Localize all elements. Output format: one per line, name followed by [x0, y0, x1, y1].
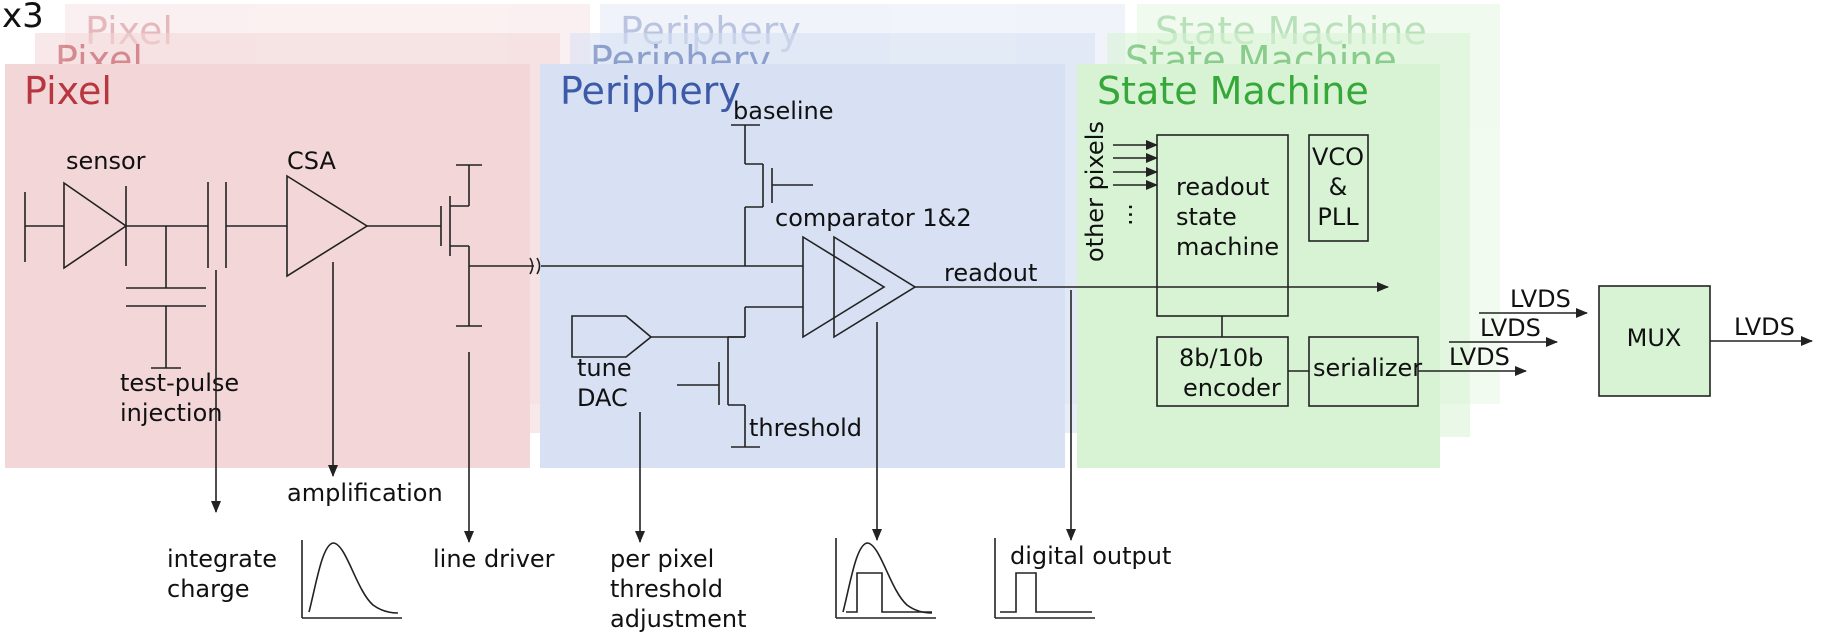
multiplier-label: x3 — [2, 0, 44, 36]
test-pulse-label-2: injection — [120, 399, 222, 427]
csa-label: CSA — [287, 147, 336, 175]
state-machine-panel — [1077, 64, 1440, 468]
vco-pll-box — [1308, 134, 1369, 242]
lvds-label-3: LVDS — [1449, 343, 1510, 371]
readout-label: readout — [944, 259, 1037, 287]
comparator-label: comparator 1&2 — [775, 204, 972, 232]
rsm-label-2: state — [1176, 203, 1237, 231]
mux-label: MUX — [1627, 324, 1682, 352]
threshold-transistor-icon — [677, 306, 803, 448]
shaped-pulse-waveform-icon — [301, 540, 402, 619]
line-driver-transistor-icon — [440, 164, 534, 327]
tune-dac-label-2: DAC — [577, 384, 628, 412]
encoder-label-2: encoder — [1183, 374, 1281, 402]
vco-label-2: & — [1329, 173, 1348, 201]
comparator-pulse-waveform-icon — [835, 538, 936, 619]
vco-label-3: PLL — [1317, 203, 1359, 231]
per-pixel-label-1: per pixel — [610, 545, 714, 573]
mux-box — [1598, 285, 1711, 397]
sensor-diode-icon — [24, 181, 208, 270]
wire-break-icon — [529, 257, 541, 275]
encoder-label-1: 8b/10b — [1179, 344, 1263, 372]
input-capacitor-icon — [207, 182, 287, 268]
per-pixel-label-3: adjustment — [610, 605, 747, 633]
baseline-label: baseline — [733, 97, 834, 125]
pixel-panel — [5, 64, 530, 468]
per-pixel-label-2: threshold — [610, 575, 723, 603]
test-pulse-label-1: test-pulse — [120, 369, 239, 397]
lvds-label-1: LVDS — [1510, 285, 1571, 313]
csa-amplifier-icon — [286, 174, 369, 278]
tune-dac-icon — [571, 315, 653, 358]
mux-lvds-label: LVDS — [1734, 313, 1795, 341]
test-pulse-capacitor-icon — [126, 226, 206, 369]
other-pixels-dots: ... — [1110, 203, 1138, 226]
serializer-label: serializer — [1313, 354, 1422, 382]
periphery-title: Periphery — [560, 69, 741, 113]
integrate-label-2: charge — [167, 575, 250, 603]
amplification-label: amplification — [287, 479, 443, 507]
state-machine-title: State Machine — [1097, 69, 1369, 113]
rsm-label-1: readout — [1176, 173, 1269, 201]
digital-output-label: digital output — [1010, 542, 1171, 570]
comparator-icon — [802, 235, 917, 339]
line-driver-label: line driver — [433, 545, 555, 573]
sensor-label: sensor — [66, 147, 146, 175]
other-pixels-inputs — [1113, 140, 1158, 190]
digital-pulse-waveform-icon — [994, 538, 1095, 619]
rsm-label-3: machine — [1176, 233, 1279, 261]
pixel-title: Pixel — [24, 69, 112, 113]
lvds-label-2: LVDS — [1480, 314, 1541, 342]
integrate-label-1: integrate — [167, 545, 277, 573]
other-pixels-label: other pixels — [1081, 121, 1109, 262]
vco-label-1: VCO — [1312, 143, 1364, 171]
tune-dac-label-1: tune — [577, 354, 632, 382]
threshold-label: threshold — [749, 414, 862, 442]
baseline-transistor-icon — [731, 124, 813, 266]
